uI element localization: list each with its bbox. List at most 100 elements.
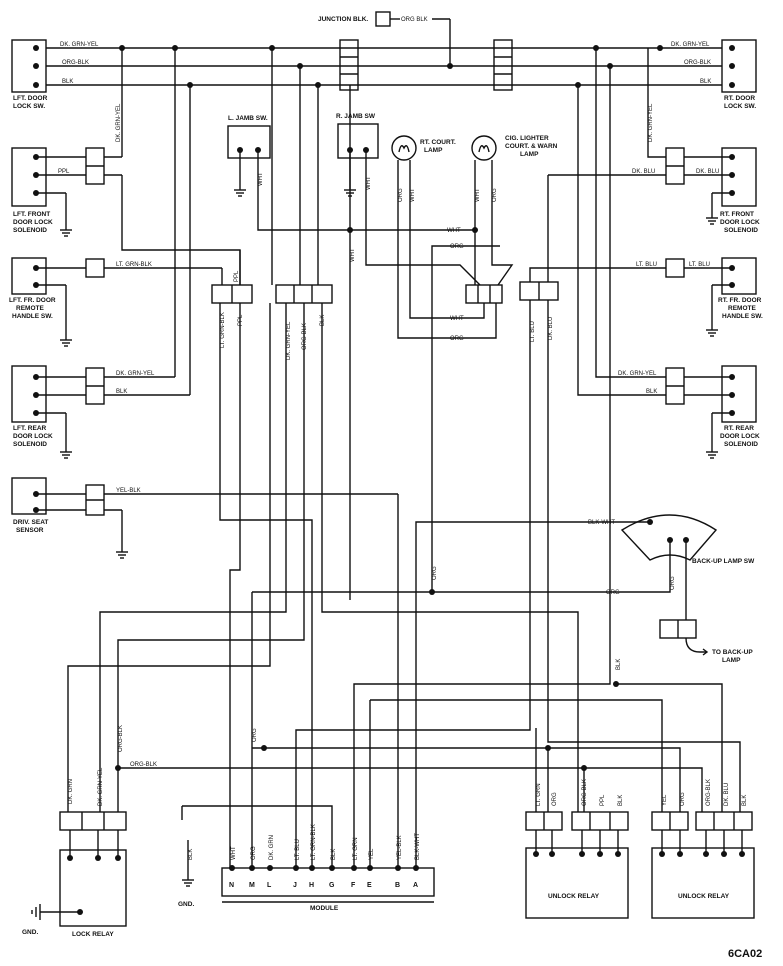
module-gnd-label: GND.: [178, 901, 194, 908]
relay-pin-dot: [549, 851, 555, 857]
relay-wire-label: ORG: [680, 792, 686, 806]
lft-handle-connector: [85, 258, 105, 278]
wire-label-blk-lower: BLK: [320, 315, 326, 326]
ground-symbol: [60, 229, 72, 237]
lock-relay-label: LOCK RELAY: [72, 931, 114, 938]
lft-front-solenoid-label-2: DOOR LOCK: [13, 219, 53, 226]
module: MODULE: [181, 805, 435, 912]
ground-symbol: [706, 329, 718, 337]
rt-front-solenoid-label-1: RT. FRONT: [720, 211, 754, 218]
wire-label-org-mid: ORG: [450, 244, 464, 250]
relay-wire-label: LT. GRN: [536, 783, 542, 806]
wire-label-org-blk-junction: ORG BLK: [401, 17, 428, 23]
rt-fr-door-remote-handle-switch: RT. FR. DOOR REMOTE HANDLE SW.: [718, 257, 763, 320]
junction-blk-label: JUNCTION BLK.: [318, 16, 368, 23]
wire-label-blk-right-vertical: BLK: [616, 659, 622, 670]
relay-wire-label: PPL: [600, 794, 606, 806]
relay-wire-label: DK. BLU: [724, 783, 730, 806]
module-label: MODULE: [310, 905, 339, 912]
wire-label-dk-grn-yel-rt-vertical: DK. GRN-YEL: [648, 103, 654, 142]
wire-label-wht-rtcourt: WHT: [410, 188, 416, 202]
relay-pin-dot: [597, 851, 603, 857]
cig-lighter-lamp: CIG. LIGHTER COURT. & WARN LAMP: [471, 135, 558, 161]
wire-label-dk-grn-yel-rt-rear: DK. GRN-YEL: [618, 371, 657, 377]
wire-label-yel-blk: YEL-BLK: [116, 488, 141, 494]
module-pin-dot: [329, 865, 335, 871]
wire-label-dk-grn-lock: DK. GRN: [68, 779, 74, 804]
junction-connector-3way: [275, 284, 333, 304]
lft-door-lock-sw-label-2: LOCK SW.: [13, 103, 45, 110]
rt-court-lamp-label-1: RT. COURT.: [420, 139, 456, 146]
l-jamb-switch: L. JAMB SW.: [227, 115, 271, 197]
lft-front-solenoid-label-1: LFT. FRONT: [13, 211, 50, 218]
module-wire-label: LT. GRN: [353, 837, 359, 860]
wire-label-dk-grn-yel-left: DK. GRN-YEL: [60, 42, 99, 48]
wire-label-org-blk-lower: ORG-BLK: [302, 323, 308, 350]
module-pin-label: B: [395, 882, 400, 889]
lft-door-lock-switch: LFT. DOOR LOCK SW.: [11, 39, 48, 110]
module-pin-dot: [293, 865, 299, 871]
module-pin-dot: [413, 865, 419, 871]
wire-label-dk-grn-yel-lower: DK. GRN-YEL: [286, 321, 292, 360]
wire-label-lt-blu-right: LT. BLU: [689, 262, 710, 268]
wire-label-wht-rjamb: WHT: [366, 176, 372, 190]
relay-pin-dot: [721, 851, 727, 857]
rt-handle-connector: [665, 258, 685, 278]
wire-label-wht-lower: WHT: [450, 316, 464, 322]
wire-label-ppl: PPL: [58, 169, 70, 175]
rt-front-solenoid-label-3: SOLENOID: [724, 227, 758, 234]
figure-code: 6CA02: [728, 948, 762, 960]
unlock-relay-left-label: UNLOCK RELAY: [548, 893, 600, 900]
module-pin-dot: [367, 865, 373, 871]
module-pin-label: F: [351, 882, 356, 889]
r-jamb-sw-label: R. JAMB SW: [336, 113, 376, 120]
relay-pin-dot: [677, 851, 683, 857]
ground-symbol: [116, 551, 128, 559]
back-up-lamp-sw-label: BACK-UP LAMP SW: [692, 558, 755, 565]
relay-wire-label: YEL: [662, 794, 668, 806]
back-up-lamp-switch: BACK-UP LAMP SW: [620, 514, 755, 565]
rt-door-lock-switch: RT. DOOR LOCK SW.: [721, 39, 757, 110]
ground-symbol: [182, 879, 194, 887]
driv-seat-sensor-label-1: DRIV. SEAT: [13, 519, 48, 526]
module-pin-label: A: [413, 882, 418, 889]
wire-label-org-blk-lock: ORG-BLK: [118, 725, 124, 752]
lft-rear-solenoid-label-1: LFT. REAR: [13, 425, 47, 432]
wire-label-org-backup-vertical: ORG: [670, 576, 676, 590]
relay-pin-dot: [579, 851, 585, 857]
rt-door-lock-sw-label-1: RT. DOOR: [724, 95, 755, 102]
rt-front-door-lock-solenoid: RT. FRONT DOOR LOCK SOLENOID: [720, 147, 760, 234]
wire-label-org-blk-relay: ORG-BLK: [130, 762, 157, 768]
module-pin-label: L: [267, 882, 272, 889]
module-wire-label: YEL-BLK: [397, 835, 403, 860]
module-pin-dot: [351, 865, 357, 871]
wire-label-dk-grn-yel-right: DK. GRN-YEL: [671, 42, 710, 48]
wire-label-org-backup: ORG: [606, 590, 620, 596]
module-pin-dot: [267, 865, 273, 871]
rt-rear-solenoid-label-3: SOLENOID: [724, 441, 758, 448]
wire-label-org-rtcourt: ORG: [398, 188, 404, 202]
wire-label-blk-rear: BLK: [116, 389, 127, 395]
wire-label-org-blk-left: ORG-BLK: [62, 60, 89, 66]
module-pin-dot: [309, 865, 315, 871]
to-back-up-lamp-label-1: TO BACK-UP: [712, 649, 753, 656]
wire-label-wht-horizontal: WHT: [447, 228, 461, 234]
wire-label-blk-rt-rear: BLK: [646, 389, 657, 395]
unlock-relay-right: UNLOCK RELAY: [651, 811, 755, 919]
relay-pin-dot: [659, 851, 665, 857]
module-wire-label: BLK: [331, 849, 337, 860]
ground-symbol: [706, 451, 718, 459]
ground-symbol: [60, 451, 72, 459]
wire-label-blk-gnd: BLK: [188, 849, 194, 860]
relay-wire-label: BLK: [618, 795, 624, 806]
lft-handle-sw-label-1: LFT. FR. DOOR: [9, 297, 56, 304]
module-pin-label: G: [329, 882, 335, 889]
wire-label-lt-blu-vertical: LT. BLU: [530, 321, 536, 342]
module-pin-label: M: [249, 882, 255, 889]
module-wire-label: DK. GRN: [269, 835, 275, 860]
relay-pin-dot: [533, 851, 539, 857]
